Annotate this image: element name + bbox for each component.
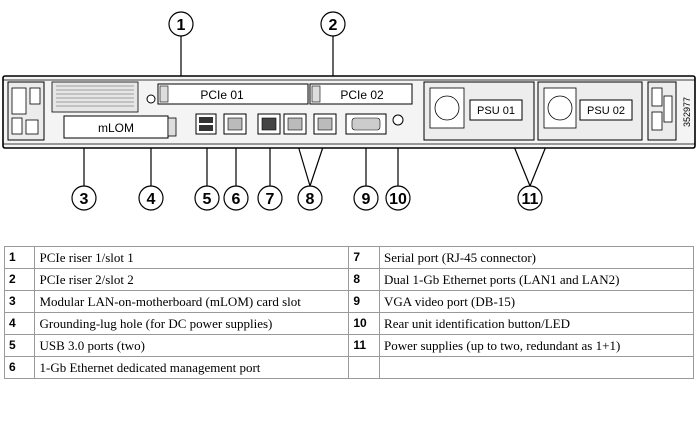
legend-text: USB 3.0 ports (two) [34, 334, 350, 357]
callout-legend-table: 1 PCIe riser 1/slot 1 7 Serial port (RJ-… [3, 246, 694, 379]
legend-text: VGA video port (DB-15) [379, 290, 694, 313]
callout-5-circle [194, 185, 220, 211]
psu02-label: PSU 02 [587, 105, 625, 117]
legend-text: PCIe riser 1/slot 1 [34, 246, 350, 269]
legend-row: 6 1-Gb Ethernet dedicated management por… [3, 356, 694, 379]
callout-2-circle [320, 11, 346, 37]
psu-2: PSU 02 [537, 81, 643, 141]
callout-10-circle [385, 185, 411, 211]
legend-num: 7 [348, 246, 381, 269]
legend-row: 3 Modular LAN-on-motherboard (mLOM) card… [3, 290, 694, 313]
legend-num: 2 [3, 268, 36, 291]
pcie02-label: PCIe 02 [340, 88, 384, 102]
mlom-slot: mLOM [63, 115, 177, 139]
callout-2: 2 [329, 17, 338, 34]
callout-1-circle [168, 11, 194, 37]
legend-text: Dual 1-Gb Ethernet ports (LAN1 and LAN2) [379, 268, 694, 291]
legend-num: 11 [348, 334, 381, 357]
figure-id: 352977 [682, 97, 692, 127]
callout-circles: 1 2 3 4 5 6 7 8 9 10 11 [71, 11, 543, 211]
psu-1: PSU 01 [423, 81, 535, 141]
callout-9-circle [353, 185, 379, 211]
legend-text: Serial port (RJ-45 connector) [379, 246, 694, 269]
callout-3: 3 [80, 191, 89, 208]
pcie01-label: PCIe 01 [200, 88, 244, 102]
legend-num: 9 [348, 290, 381, 313]
legend-text: Power supplies (up to two, redundant as … [379, 334, 694, 357]
legend-num: 10 [348, 312, 381, 335]
callout-11-circle [517, 185, 543, 211]
dual-ethernet-ports [283, 113, 337, 135]
mlom-label: mLOM [98, 121, 134, 135]
callout-7: 7 [266, 191, 275, 208]
callout-6-circle [223, 185, 249, 211]
pcie-slot-1: PCIe 01 [157, 83, 309, 105]
callout-10: 10 [389, 191, 407, 208]
psu01-label: PSU 01 [477, 105, 515, 117]
legend-text [379, 356, 694, 379]
legend-num: 1 [3, 246, 36, 269]
callout-8-circle [297, 185, 323, 211]
callout-11: 11 [522, 191, 539, 208]
legend-text: PCIe riser 2/slot 2 [34, 268, 350, 291]
serial-port [257, 113, 281, 135]
legend-row: 5 USB 3.0 ports (two) 11 Power supplies … [3, 334, 694, 357]
callout-7-circle [257, 185, 283, 211]
chassis: mLOM PCIe 01 PCIe 02 [2, 75, 696, 149]
vga-port [345, 113, 387, 135]
legend-num [348, 356, 381, 379]
legend-row: 1 PCIe riser 1/slot 1 7 Serial port (RJ-… [3, 246, 694, 269]
blank-panel [51, 81, 139, 113]
pcie-slot-2: PCIe 02 [309, 83, 413, 105]
legend-row: 2 PCIe riser 2/slot 2 8 Dual 1-Gb Ethern… [3, 268, 694, 291]
legend-num: 8 [348, 268, 381, 291]
left-rack-handle [7, 81, 45, 141]
callout-5: 5 [203, 191, 212, 208]
legend-num: 3 [3, 290, 36, 313]
management-port [223, 113, 247, 135]
callout-1: 1 [177, 17, 186, 34]
unit-id-button [392, 114, 404, 126]
callout-4-circle [138, 185, 164, 211]
legend-text: 1-Gb Ethernet dedicated management port [34, 356, 350, 379]
legend-row: 4 Grounding-lug hole (for DC power suppl… [3, 312, 694, 335]
callout-8: 8 [306, 191, 315, 208]
usb-ports [195, 113, 217, 135]
legend-text: Grounding-lug hole (for DC power supplie… [34, 312, 350, 335]
callout-9: 9 [362, 191, 371, 208]
callout-6: 6 [232, 191, 241, 208]
legend-num: 4 [3, 312, 36, 335]
server-rear-panel-diagram: mLOM PCIe 01 PCIe 02 [2, 11, 696, 211]
callout-3-circle [71, 185, 97, 211]
legend-text: Rear unit identification button/LED [379, 312, 694, 335]
callout-4: 4 [147, 191, 156, 208]
legend-num: 6 [3, 356, 36, 379]
legend-num: 5 [3, 334, 36, 357]
right-rack-handle [647, 81, 677, 141]
grounding-lug-hole [146, 94, 156, 104]
legend-text: Modular LAN-on-motherboard (mLOM) card s… [34, 290, 350, 313]
